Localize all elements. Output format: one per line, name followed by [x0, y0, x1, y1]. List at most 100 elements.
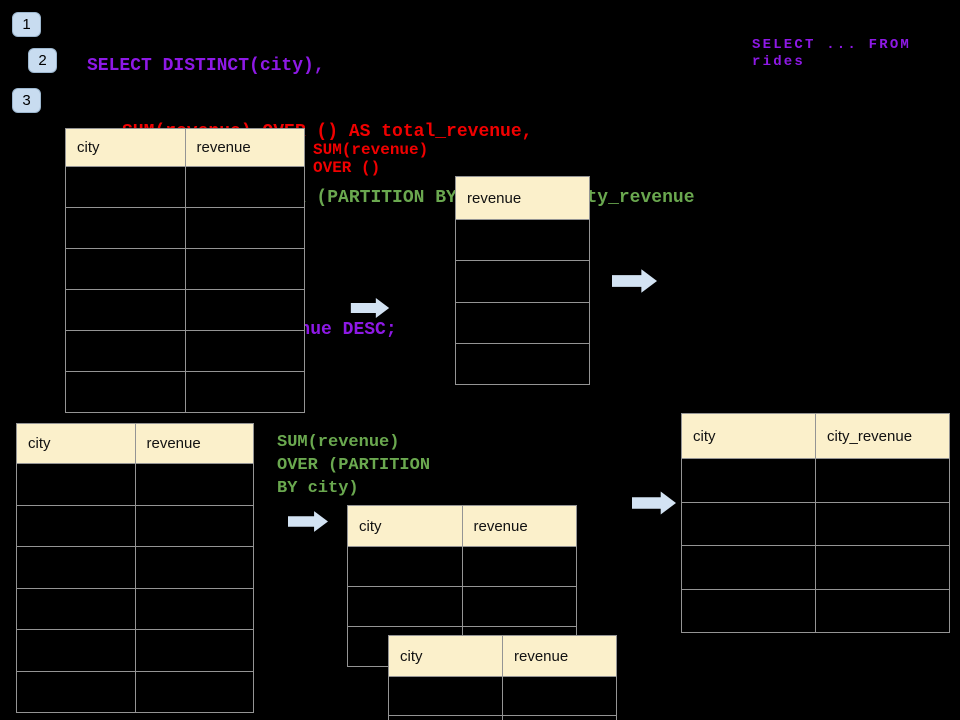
table-cell	[66, 208, 185, 248]
column-header-revenue: revenue	[461, 506, 577, 546]
column-header-city: city	[400, 647, 423, 665]
table-row	[682, 588, 949, 633]
sql-line-select: SELECT DISTINCT(city),	[87, 56, 325, 76]
table-cell	[815, 502, 949, 545]
table-cell	[134, 464, 254, 505]
right-arrow-icon	[350, 298, 390, 318]
column-header-city: city	[693, 427, 716, 445]
annotation-partition-revenue: SUM(revenue) OVER (PARTITION BY city)	[277, 431, 430, 500]
snippet-line-1: SELECT ... FROM	[752, 37, 912, 53]
table-cell	[502, 716, 616, 720]
table-row	[17, 546, 253, 588]
table-row	[17, 504, 254, 547]
annotation-line: SUM(revenue)	[313, 141, 429, 159]
table-header-row: city revenue	[17, 424, 253, 463]
table-row	[348, 546, 576, 586]
table-row	[66, 330, 304, 371]
annotation-total-revenue: SUM(revenue) OVER ()	[313, 141, 429, 177]
table-row	[682, 458, 949, 502]
annotation-line: OVER ()	[313, 158, 381, 177]
table-cell	[348, 547, 462, 586]
table-header-row: city revenue	[389, 636, 616, 676]
total-revenue-table: revenue	[455, 176, 590, 385]
table-cell	[17, 506, 135, 547]
column-header-city-revenue: city_revenue	[815, 414, 949, 458]
table-cell	[456, 344, 589, 384]
table-header-row: city city_revenue	[682, 414, 949, 458]
table-cell	[184, 249, 305, 289]
table-cell	[456, 261, 589, 301]
table-cell	[682, 546, 815, 589]
source-rides-table-bottom: city revenue	[16, 423, 254, 713]
table-cell	[17, 464, 135, 505]
city-revenue-result-table: city city_revenue	[681, 413, 950, 633]
table-header-row: city revenue	[66, 129, 304, 166]
column-header-revenue: revenue	[134, 424, 254, 463]
table-cell	[66, 331, 185, 371]
table-header-row: revenue	[456, 177, 589, 219]
column-header-city: city	[359, 517, 382, 535]
source-rides-table: city revenue	[65, 128, 305, 413]
column-header-city: city	[77, 139, 100, 156]
table-cell	[682, 590, 815, 633]
table-row	[456, 219, 589, 260]
column-header-city: city	[28, 435, 51, 452]
right-arrow-icon	[612, 269, 657, 293]
table-row	[17, 670, 254, 713]
table-cell	[184, 167, 305, 207]
table-cell	[815, 459, 949, 502]
table-row	[348, 586, 576, 626]
table-row	[17, 463, 253, 505]
table-row	[389, 715, 616, 720]
table-cell	[184, 290, 305, 330]
table-row	[17, 587, 254, 629]
table-row	[456, 260, 589, 301]
table-cell	[134, 505, 254, 546]
table-cell	[461, 587, 577, 626]
column-header-revenue: revenue	[184, 129, 305, 166]
annotation-line: SUM(revenue)	[277, 433, 400, 452]
partitioned-table-front: city revenue	[388, 635, 617, 720]
column-header-revenue: revenue	[502, 636, 616, 676]
table-row	[66, 289, 304, 330]
table-cell	[134, 588, 254, 629]
table-cell	[389, 716, 502, 720]
table-row	[456, 301, 589, 343]
table-cell	[682, 503, 815, 546]
table-row	[17, 629, 253, 671]
table-cell	[348, 587, 462, 626]
table-cell	[66, 372, 185, 412]
table-row	[66, 166, 304, 207]
table-cell	[184, 331, 305, 371]
table-cell	[815, 546, 949, 589]
annotation-line: BY city)	[277, 479, 359, 498]
table-row	[682, 501, 949, 546]
table-row	[66, 248, 304, 289]
table-row	[682, 545, 949, 589]
step-badge-3: 3	[12, 88, 41, 113]
table-cell	[66, 290, 185, 330]
table-cell	[134, 630, 254, 671]
step-badge-2: 2	[28, 48, 57, 73]
table-cell	[815, 589, 949, 632]
table-cell	[17, 547, 135, 588]
table-cell	[66, 167, 185, 207]
table-cell	[389, 677, 502, 715]
table-cell	[456, 220, 589, 260]
table-row	[66, 207, 304, 248]
table-cell	[461, 547, 577, 586]
annotation-line: OVER (PARTITION	[277, 456, 431, 475]
table-cell	[17, 630, 135, 671]
table-cell	[17, 672, 135, 713]
right-arrow-icon	[632, 491, 676, 515]
table-cell	[502, 677, 616, 715]
table-row	[66, 371, 304, 412]
table-cell	[184, 372, 305, 412]
table-cell	[134, 671, 254, 712]
table-row	[389, 676, 616, 715]
right-arrow-icon	[288, 511, 328, 532]
column-header-revenue: revenue	[467, 189, 522, 207]
table-cell	[456, 303, 589, 343]
table-header-row: city revenue	[348, 506, 576, 546]
